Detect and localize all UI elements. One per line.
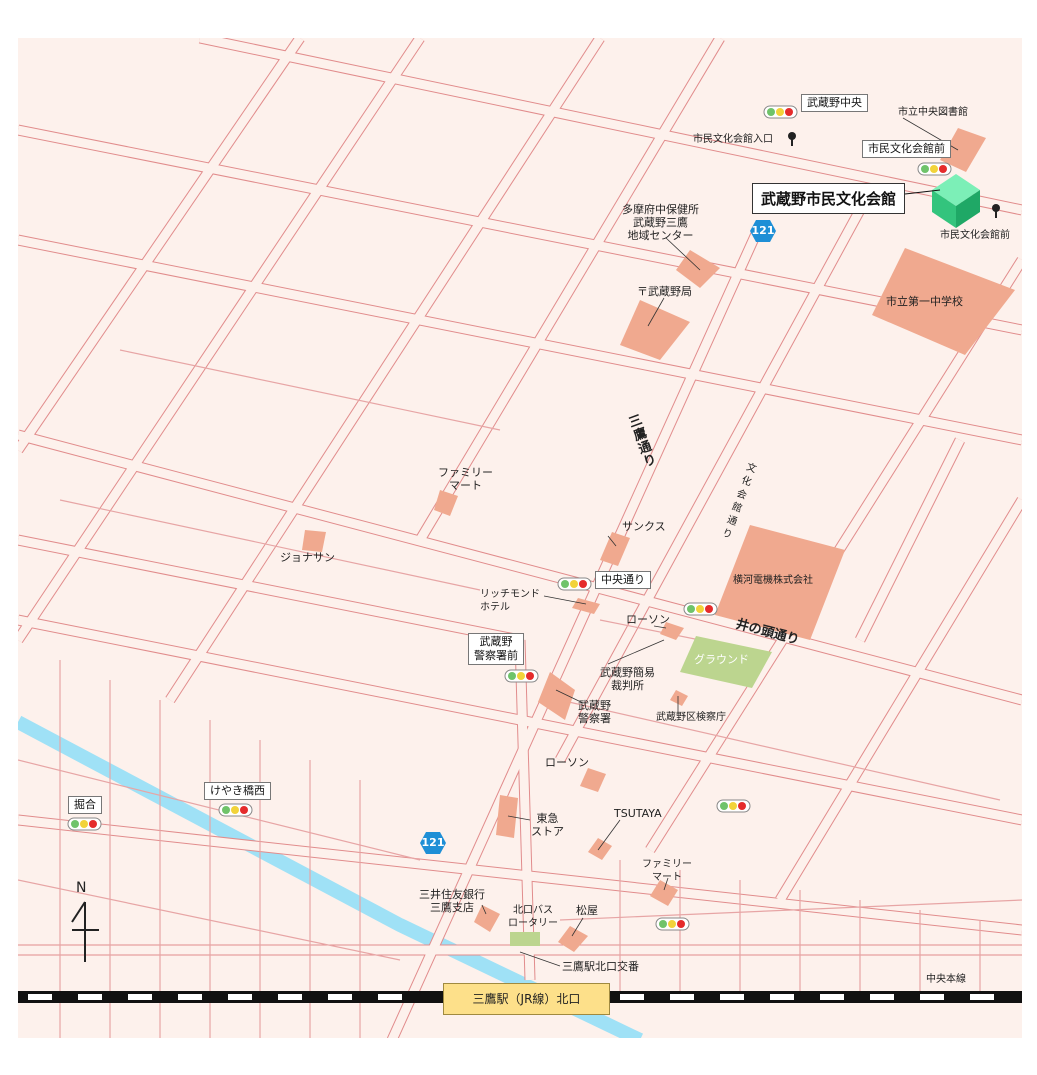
family-mart-1-label: ファミリー マート [438,466,493,492]
prosecutors-office-label: 武蔵野区検察庁 [656,712,726,723]
ground-field [680,636,772,688]
sunkus-building [600,532,630,566]
yokogawa-label: 横河電機株式会社 [733,575,813,586]
traffic-signal-icon [504,669,539,683]
buildings [302,128,1015,952]
junior-high-building [872,248,1015,355]
lawson-2-building [580,768,606,792]
signal-horiai: 掘合 [68,796,102,814]
richmond-hotel-label: リッチモンド ホテル [480,589,540,613]
signal-keisatsusho-mae: 武蔵野 警察署前 [468,633,524,665]
health-center-building [676,250,720,288]
tsutaya-label: TSUTAYA [614,807,662,820]
health-center-label: 多摩府中保健所 武蔵野三鷹 地域センター [622,203,699,242]
yokogawa-building [715,525,845,640]
traffic-signal-icon [683,602,718,616]
library-building [940,128,986,172]
smbc-building [474,905,500,932]
police-station-label: 武蔵野 警察署 [578,699,611,725]
bus-rotary-area [510,932,540,946]
summary-court-label: 武蔵野簡易 裁判所 [600,666,655,692]
bus-stop-kaikan-mae: 市民文化会館前 [940,230,1010,241]
bus-rotary-label: 北口バス ロータリー [508,905,558,929]
family-mart-1-building [434,490,458,516]
lawson-1-label: ローソン [626,613,670,626]
post-office-building [620,300,690,360]
bus-stop-pin-icon [992,204,1000,218]
traffic-signal-icon [763,105,798,119]
tsutaya-building [588,838,612,860]
matsuya-building [558,926,588,952]
route-121-shield: 121 [750,220,776,242]
richmond-hotel-building [572,598,600,614]
venue-cube-icon [932,174,980,228]
ground-label: グラウンド [694,653,749,666]
traffic-signal-icon [716,799,751,813]
north-label: N [76,880,87,896]
traffic-signal-icon [218,803,253,817]
family-mart-2-label: ファミリー マート [642,859,692,883]
signal-musashino-chuo: 武蔵野中央 [801,94,868,112]
matsuya-label: 松屋 [576,904,598,917]
traffic-signal-icon [557,577,592,591]
tokyu-store-label: 東急 ストア [531,812,564,838]
jonathan-building [302,530,326,552]
traffic-signal-icon [917,162,952,176]
north-indicator: N [68,880,102,970]
jonathan-label: ジョナサン [280,551,335,564]
signal-shimin-bunka-kaikan-mae: 市民文化会館前 [862,140,951,158]
prosecutors-building [670,690,688,706]
police-station-building [538,672,575,720]
bus-stop-kaikan-iriguchi: 市民文化会館入口 [693,134,773,145]
koban-label: 三鷹駅北口交番 [562,960,639,973]
venue-leader [904,189,941,195]
traffic-signal-icon [655,917,690,931]
junior-high-label: 市立第一中学校 [886,295,963,308]
signal-chuo-dori: 中央通り [595,571,651,589]
route-121-shield: 121 [420,832,446,854]
signal-keyaki-bashi-nishi: けやき橋西 [204,782,271,800]
north-arrow-icon [71,901,99,962]
station-label[interactable]: 三鷹駅（JR線）北口 [443,983,610,1015]
sunkus-label: サンクス [622,520,666,533]
lawson-1-building [660,622,684,640]
family-mart-2-building [650,880,678,906]
bus-stop-pin-icon [788,132,796,146]
railway-ties [28,994,994,1000]
traffic-signal-icon [67,817,102,831]
lawson-2-label: ローソン [545,756,589,769]
library-label: 市立中央図書館 [898,107,968,118]
smbc-bank-label: 三井住友銀行 三鷹支店 [419,888,485,914]
chuo-line-label: 中央本線 [926,974,966,985]
tokyu-store-building [496,795,518,838]
post-office-label: 〒武蔵野局 [637,285,692,298]
venue-label[interactable]: 武蔵野市民文化会館 [752,183,906,214]
